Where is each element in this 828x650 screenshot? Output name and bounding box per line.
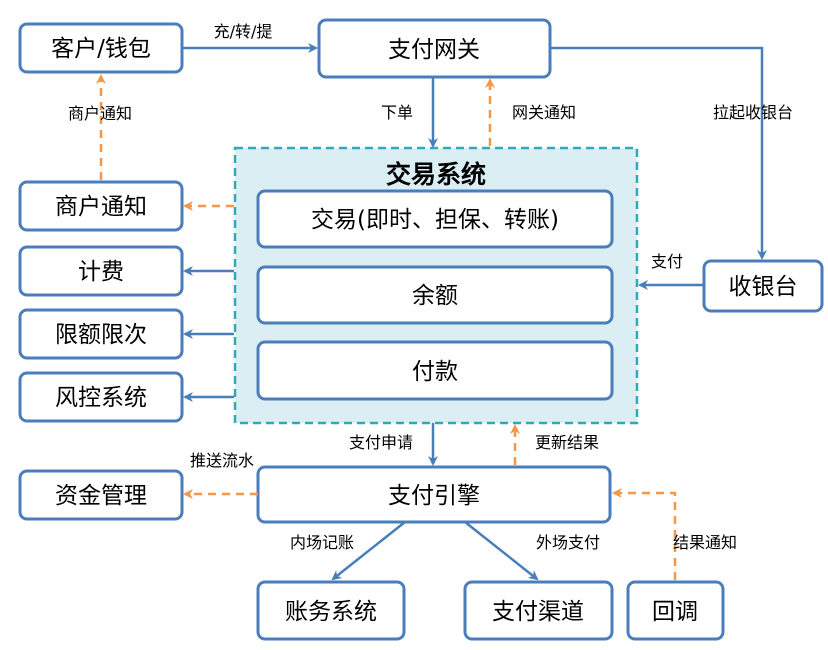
- trade-system-title: 交易系统: [386, 160, 486, 189]
- edge-label-update-result: 更新结果: [535, 433, 599, 452]
- edge-label-payment-request: 支付申请: [349, 433, 413, 452]
- arrow-gateway-to-cashier: [550, 46, 767, 260]
- balance-label: 余额: [412, 283, 458, 309]
- fund-management-box: [18, 469, 184, 521]
- payment-channel-box: [463, 580, 614, 641]
- billing-label: 计费: [78, 259, 124, 285]
- accounting-system-label: 账务系统: [285, 599, 377, 625]
- arrow-payment-engine-to-channel: [464, 521, 539, 581]
- trade-instant-label: 交易(即时、担保、转账): [311, 207, 559, 233]
- billing-box: [18, 245, 184, 297]
- edge-label-push-flow: 推送流水: [190, 451, 254, 470]
- payout-box: [256, 340, 614, 401]
- arrow-callback-to-payment-engine: [612, 488, 677, 580]
- balance-box: [256, 265, 614, 325]
- accounting-system-box: [256, 580, 406, 641]
- trade-instant-box: [256, 189, 614, 249]
- edge-label-place-order: 下单: [381, 103, 413, 122]
- limit-control-label: 限额限次: [55, 322, 147, 348]
- customer-wallet-label: 客户/钱包: [51, 36, 151, 62]
- edge-label-charge-transfer-withdraw: 充/转/提: [214, 22, 273, 41]
- callback-label: 回调: [652, 599, 698, 625]
- cashier-label: 收银台: [729, 274, 798, 300]
- arrow-payment-engine-to-accounting: [331, 521, 406, 581]
- edge-label-merchant-notify: 商户通知: [68, 104, 132, 123]
- payment-gateway-label: 支付网关: [388, 37, 480, 63]
- callback-box: [626, 580, 725, 641]
- edge-label-open-cashier: 拉起收银台: [713, 103, 793, 122]
- edge-label-result-notify: 结果通知: [673, 533, 737, 552]
- limit-control-box: [18, 308, 184, 360]
- risk-control-box: [18, 371, 184, 423]
- payment-channel-label: 支付渠道: [492, 599, 584, 625]
- fund-management-label: 资金管理: [55, 483, 147, 509]
- merchant-notify-box: [18, 180, 184, 232]
- payout-label: 付款: [412, 359, 458, 385]
- payment-engine-label: 支付引擎: [388, 483, 480, 509]
- merchant-notify-label: 商户通知: [55, 194, 147, 220]
- edge-label-pay: 支付: [651, 252, 683, 271]
- edge-label-external-payment: 外场支付: [536, 533, 600, 552]
- edge-label-gateway-notify: 网关通知: [512, 103, 576, 122]
- edge-label-internal-accounting: 内场记账: [290, 533, 354, 552]
- risk-control-label: 风控系统: [55, 385, 147, 411]
